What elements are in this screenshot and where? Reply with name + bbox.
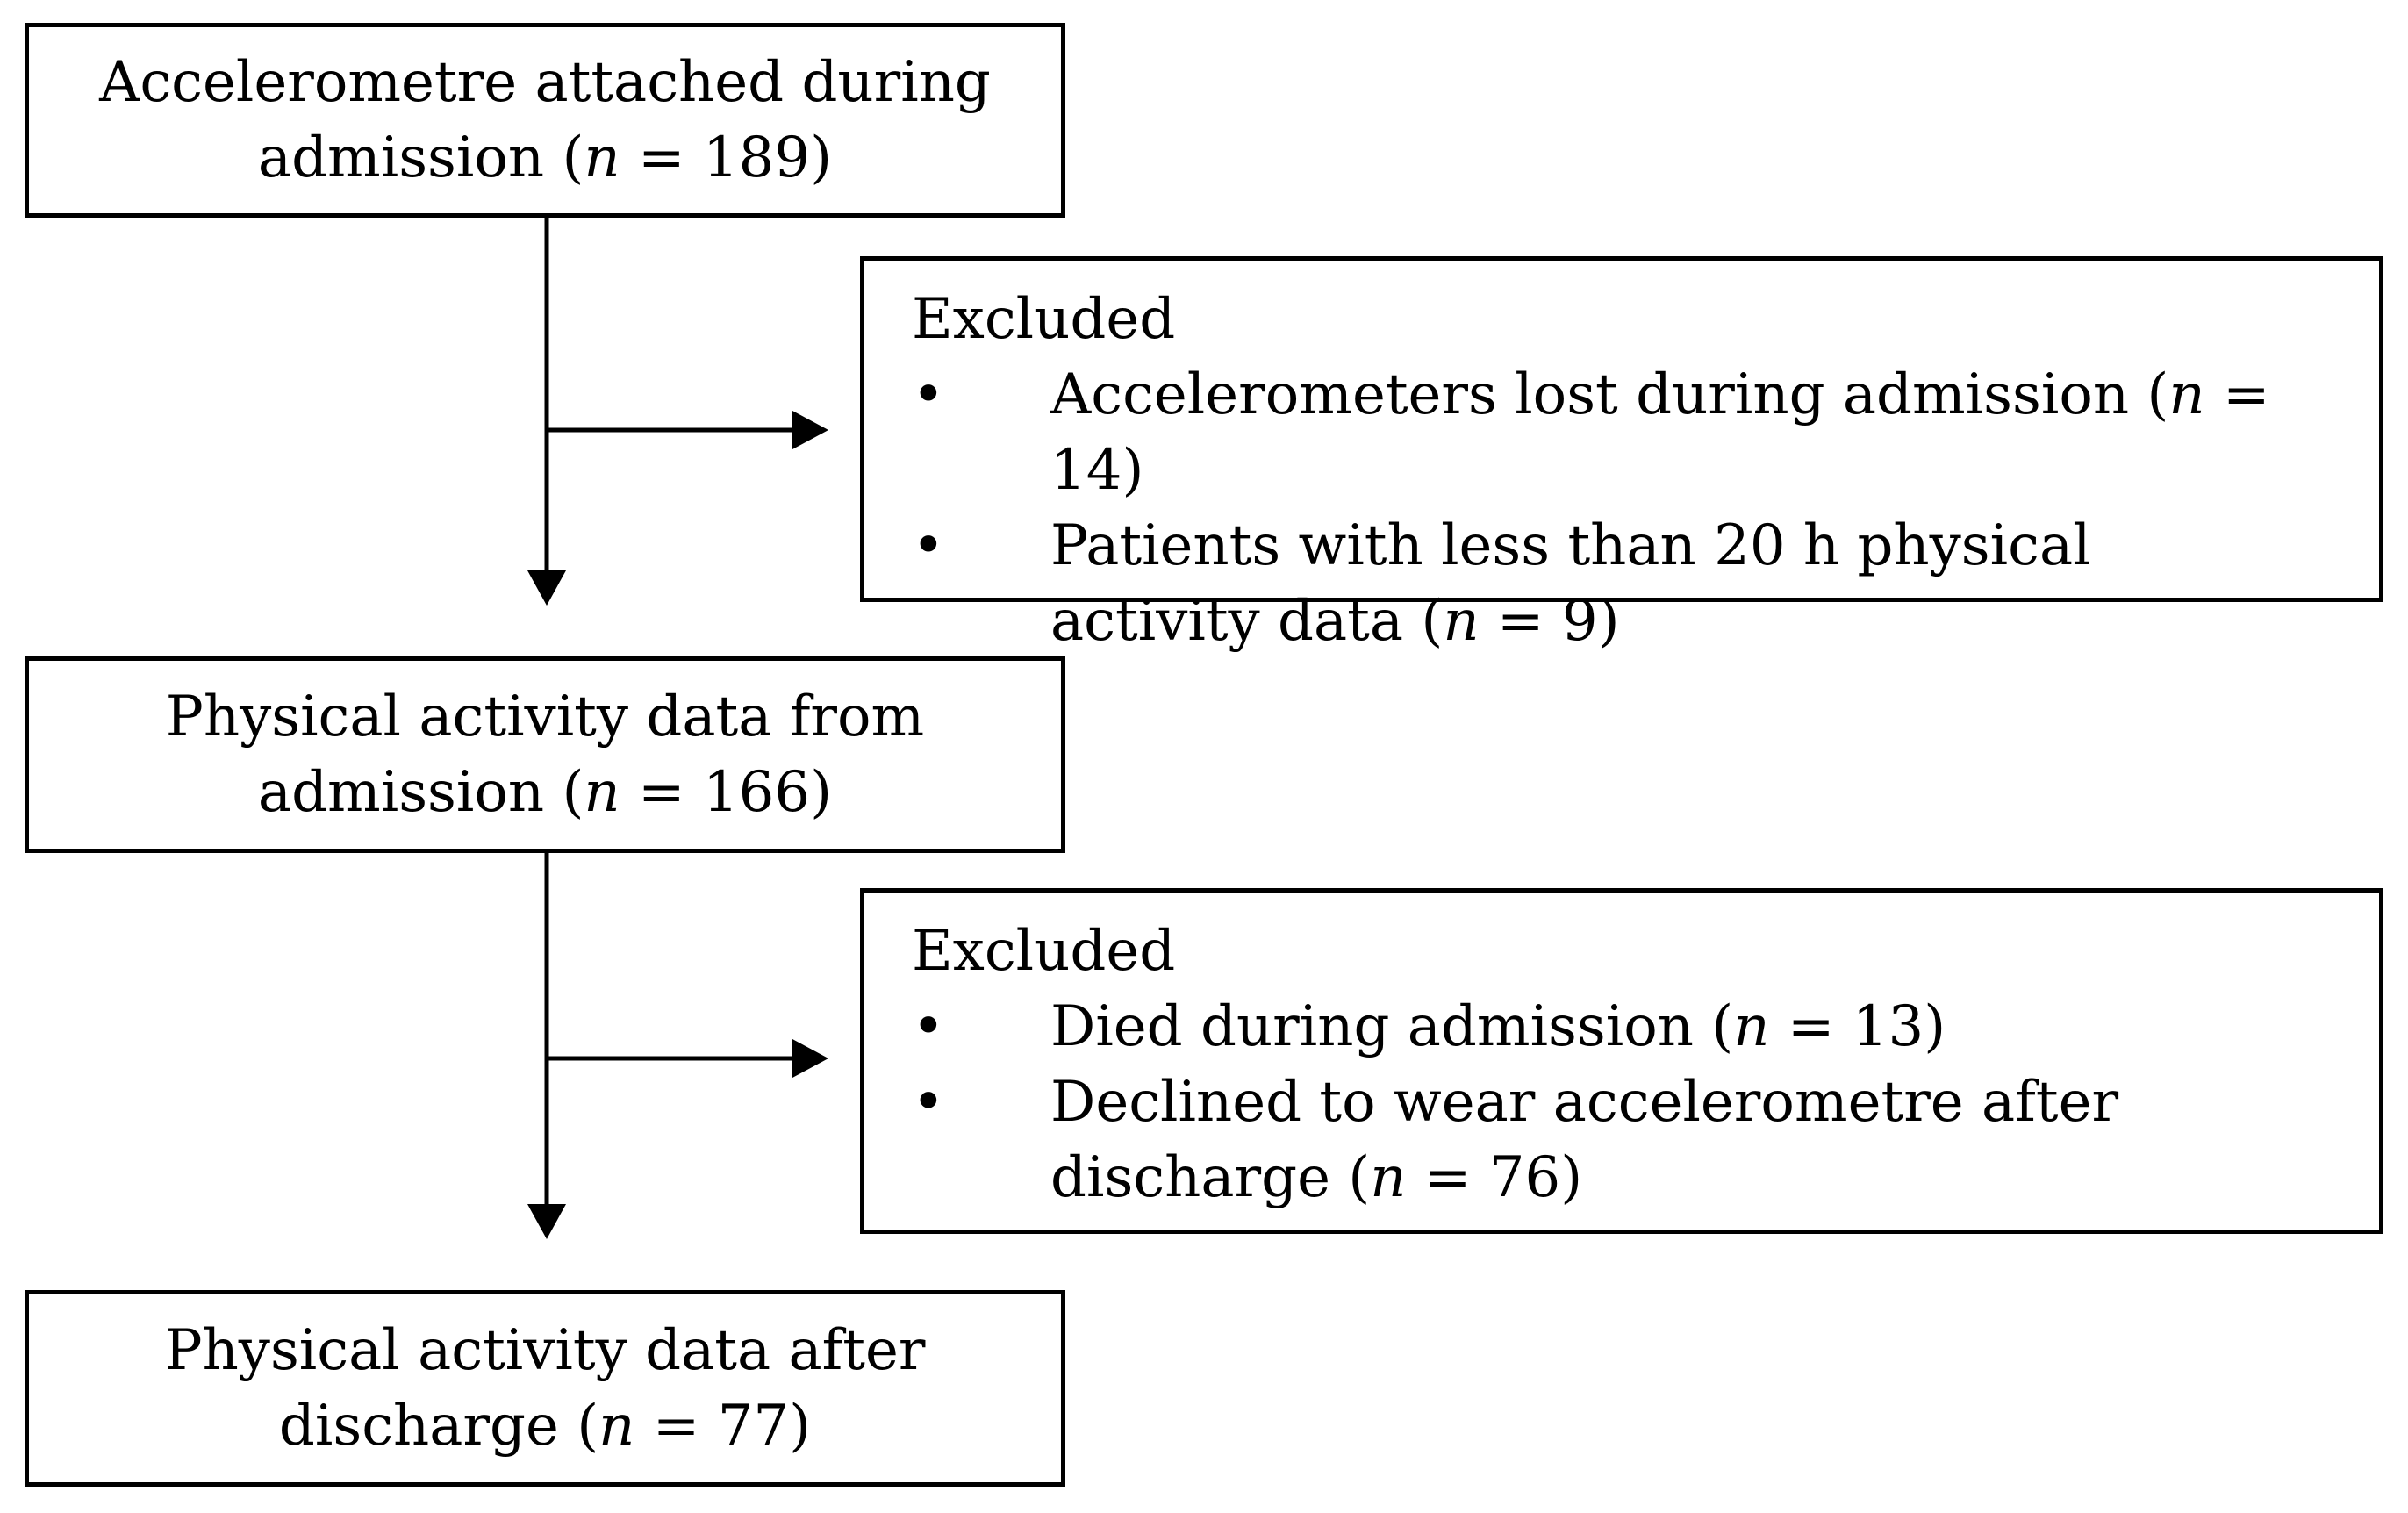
box-line-2: discharge (n = 77) [278, 1394, 812, 1459]
exclusion-item: • Patients with less than 20 h physical … [912, 508, 2344, 659]
exclusion-item: • Died during admission (n = 13) [912, 989, 2344, 1065]
arrowhead-down-1 [527, 570, 566, 606]
bullet-icon: • [912, 994, 945, 1059]
box-activity-after-discharge: Physical activity data after discharge (… [25, 1290, 1065, 1487]
exclusion-item: • Declined to wear accelerometre after d… [912, 1065, 2344, 1215]
box-line-1: Accelerometre attached during [99, 50, 991, 115]
arrowhead-down-2 [527, 1204, 566, 1239]
box-activity-from-admission: Physical activity data from admission (n… [25, 656, 1065, 853]
bullet-icon: • [912, 513, 945, 578]
exclusion-title: Excluded [912, 919, 1176, 984]
exclusion-title: Excluded [912, 287, 1176, 352]
exclusion-item: • Accelerometers lost during admission (… [912, 357, 2344, 508]
box-line-1: Physical activity data after [164, 1318, 926, 1383]
bullet-icon: • [912, 362, 945, 427]
box-line-2: admission (n = 189) [257, 125, 833, 190]
arrowhead-right-2 [792, 1039, 828, 1078]
box-accelerometre-attached: Accelerometre attached during admission … [25, 23, 1065, 218]
arrowhead-right-1 [792, 411, 828, 449]
box-line-2: admission (n = 166) [257, 760, 833, 825]
bullet-icon: • [912, 1070, 945, 1135]
box-line-1: Physical activity data from [165, 685, 925, 749]
exclusion-box-1: Excluded • Accelerometers lost during ad… [860, 256, 2383, 654]
exclusion-box-2: Excluded • Died during admission (n = 13… [860, 888, 2383, 1234]
